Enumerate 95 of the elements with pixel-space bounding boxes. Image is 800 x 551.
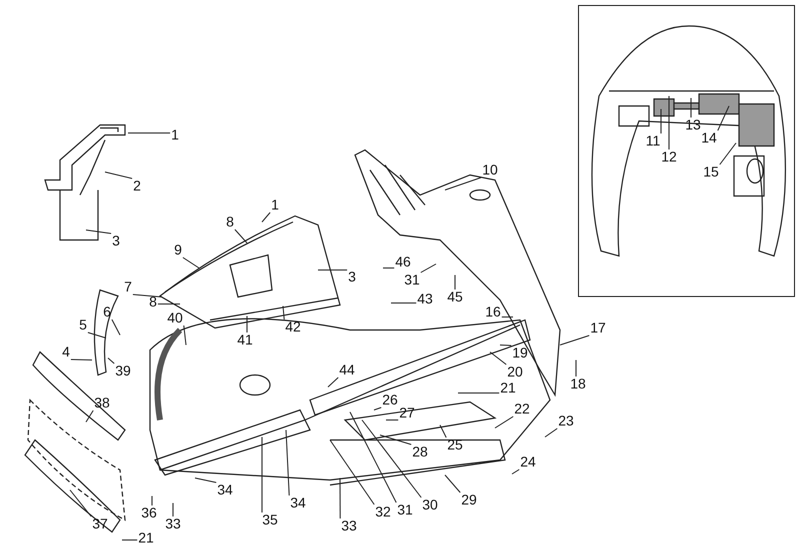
leader-line bbox=[458, 392, 500, 394]
leader-line bbox=[282, 306, 285, 320]
callout-number: 31 bbox=[396, 502, 414, 518]
callout-number: 11 bbox=[644, 134, 662, 148]
callout-number: 6 bbox=[102, 304, 112, 320]
leader-line bbox=[330, 440, 375, 505]
callout-number: 12 bbox=[660, 150, 678, 164]
leader-line bbox=[690, 98, 692, 118]
leader-line bbox=[660, 108, 662, 134]
leader-line bbox=[500, 344, 512, 346]
leader-line bbox=[512, 469, 520, 474]
callout-number: 29 bbox=[460, 492, 478, 508]
callout-number: 16 bbox=[484, 304, 502, 320]
callout-number: 34 bbox=[289, 496, 307, 510]
callout-number: 41 bbox=[236, 332, 254, 348]
leader-line bbox=[172, 502, 174, 517]
leader-line bbox=[668, 96, 670, 150]
leader-line bbox=[262, 212, 271, 222]
leader-line bbox=[560, 335, 590, 346]
inset-frame bbox=[578, 5, 795, 297]
leader-line bbox=[108, 358, 115, 364]
leader-line bbox=[717, 106, 730, 131]
callout-number: 32 bbox=[374, 504, 392, 520]
callout-number: 22 bbox=[513, 402, 531, 416]
callout-number: 34 bbox=[216, 482, 234, 498]
callout-number: 31 bbox=[403, 272, 421, 288]
callout-number: 21 bbox=[499, 380, 517, 396]
callout-number: 7 bbox=[123, 280, 133, 294]
leader-line bbox=[374, 407, 382, 410]
callout-number: 23 bbox=[557, 414, 575, 428]
leader-line bbox=[501, 316, 514, 318]
leader-line bbox=[440, 424, 447, 438]
callout-number: 1 bbox=[270, 198, 280, 212]
callout-number: 45 bbox=[446, 290, 464, 304]
callout-number: 14 bbox=[700, 130, 718, 146]
leader-line bbox=[111, 319, 120, 336]
callout-number: 3 bbox=[111, 234, 121, 248]
leader-line bbox=[490, 352, 507, 365]
callout-number: 38 bbox=[93, 396, 111, 410]
leader-line bbox=[182, 257, 200, 268]
leader-line bbox=[104, 172, 133, 179]
callout-number: 42 bbox=[284, 320, 302, 334]
leader-line bbox=[328, 377, 339, 388]
callout-number: 33 bbox=[340, 518, 358, 534]
leader-line bbox=[362, 420, 422, 498]
callout-number: 30 bbox=[421, 498, 439, 512]
callout-number: 8 bbox=[225, 214, 235, 230]
leader-line bbox=[444, 474, 461, 493]
leader-line bbox=[286, 430, 290, 496]
leader-line bbox=[194, 478, 217, 483]
callout-number: 24 bbox=[519, 454, 537, 470]
callout-number: 33 bbox=[164, 516, 182, 532]
callout-number: 19 bbox=[511, 346, 529, 360]
leader-line bbox=[350, 412, 397, 503]
leader-line bbox=[420, 264, 436, 273]
leader-line bbox=[234, 229, 248, 244]
callout-number: 20 bbox=[506, 364, 524, 380]
callout-number: 17 bbox=[589, 320, 607, 336]
leader-line bbox=[390, 302, 417, 304]
leader-line bbox=[340, 478, 341, 519]
callout-number: 15 bbox=[702, 164, 720, 180]
leader-line bbox=[183, 325, 186, 346]
callout-number: 8 bbox=[148, 294, 158, 310]
leader-line bbox=[128, 132, 171, 134]
leader-line bbox=[380, 434, 412, 445]
callout-number: 36 bbox=[140, 506, 158, 520]
callout-number: 46 bbox=[394, 254, 412, 270]
leader-line bbox=[87, 332, 106, 338]
callout-number: 18 bbox=[569, 376, 587, 392]
callout-number: 21 bbox=[137, 530, 155, 546]
callout-number: 5 bbox=[78, 318, 88, 332]
callout-number: 44 bbox=[338, 362, 356, 378]
leader-line bbox=[70, 359, 92, 360]
leader-line bbox=[86, 410, 94, 422]
leader-line bbox=[246, 316, 248, 333]
hood-drawing bbox=[591, 25, 786, 257]
leader-line bbox=[544, 428, 558, 438]
lower-bumper-drawing bbox=[24, 399, 126, 533]
callout-number: 10 bbox=[481, 162, 499, 178]
leader-line bbox=[454, 274, 456, 290]
callout-number: 3 bbox=[347, 270, 357, 284]
leader-line bbox=[86, 230, 112, 234]
callout-number: 9 bbox=[173, 242, 183, 258]
callout-number: 39 bbox=[114, 364, 132, 378]
callout-number: 1 bbox=[170, 128, 180, 142]
callout-number: 35 bbox=[261, 512, 279, 528]
callout-number: 28 bbox=[411, 444, 429, 460]
callout-number: 25 bbox=[446, 438, 464, 452]
callout-number: 40 bbox=[166, 310, 184, 326]
leader-line bbox=[132, 294, 162, 298]
leader-line bbox=[494, 416, 514, 428]
callout-number: 43 bbox=[416, 292, 434, 306]
callout-number: 4 bbox=[61, 344, 71, 360]
callout-number: 2 bbox=[132, 178, 142, 194]
callout-number: 26 bbox=[381, 392, 399, 408]
